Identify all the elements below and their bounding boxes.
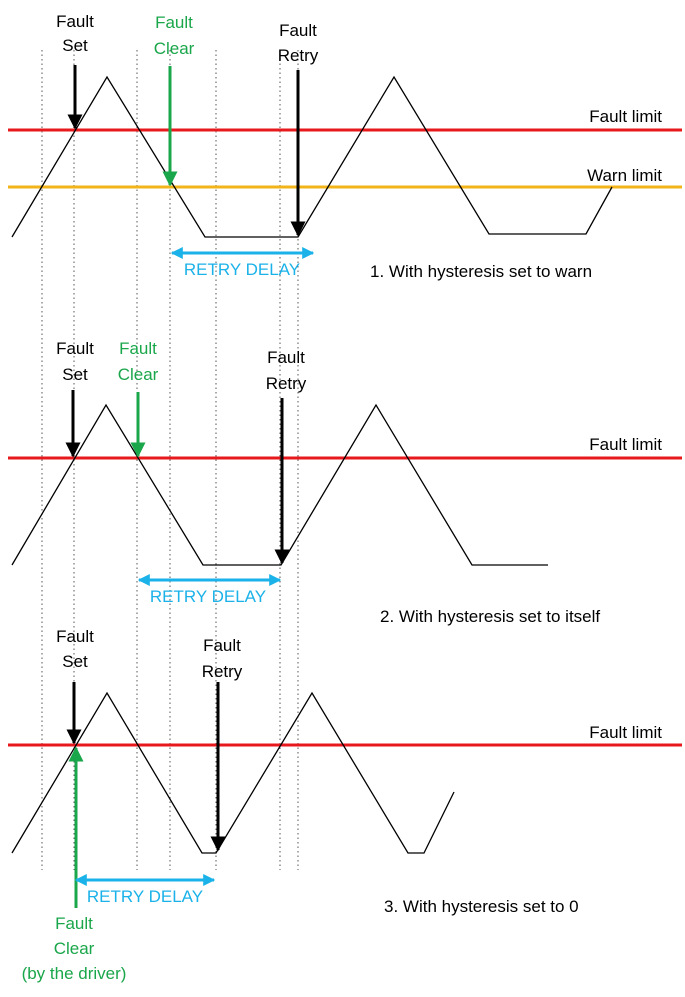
fault-set-label: Fault bbox=[56, 339, 94, 358]
fault-limit-label: Fault limit bbox=[589, 107, 662, 126]
fault-retry-label: Retry bbox=[278, 46, 319, 65]
retry-delay-label: RETRY DELAY bbox=[87, 887, 203, 906]
retry-delay-label: RETRY DELAY bbox=[150, 587, 266, 606]
fault-set-label: Set bbox=[62, 652, 88, 671]
fault-clear-label: Clear bbox=[54, 939, 95, 958]
fault-clear-label: (by the driver) bbox=[22, 964, 127, 983]
fault-clear-label: Clear bbox=[154, 39, 195, 58]
fault-retry-label: Fault bbox=[203, 636, 241, 655]
fault-set-label: Fault bbox=[56, 12, 94, 31]
fault-clear-label: Fault bbox=[155, 13, 193, 32]
fault-limit-label: Fault limit bbox=[589, 723, 662, 742]
fault-limit-label: Fault limit bbox=[589, 435, 662, 454]
fault-clear-label: Clear bbox=[118, 365, 159, 384]
fault-set-label: Set bbox=[62, 365, 88, 384]
panel-1: Fault Set Fault Clear Fault Retry Fault … bbox=[8, 12, 682, 281]
panel-caption: 2. With hysteresis set to itself bbox=[380, 607, 600, 626]
fault-retry-label: Retry bbox=[202, 662, 243, 681]
fault-clear-label: Fault bbox=[55, 914, 93, 933]
panel-caption: 1. With hysteresis set to warn bbox=[370, 262, 592, 281]
fault-retry-label: Fault bbox=[279, 21, 317, 40]
fault-set-label: Fault bbox=[56, 627, 94, 646]
panel-3: Fault Set Fault Retry Fault limit RETRY … bbox=[8, 627, 682, 983]
panel-caption: 3. With hysteresis set to 0 bbox=[384, 897, 579, 916]
warn-limit-label: Warn limit bbox=[587, 166, 662, 185]
signal-waveform bbox=[11, 403, 548, 566]
retry-delay-label: RETRY DELAY bbox=[184, 260, 300, 279]
panel-2: Fault Set Fault Clear Fault Retry Fault … bbox=[8, 339, 682, 626]
fault-clear-label: Fault bbox=[119, 339, 157, 358]
fault-retry-label: Fault bbox=[267, 348, 305, 367]
fault-retry-label: Retry bbox=[266, 374, 307, 393]
fault-set-label: Set bbox=[62, 36, 88, 55]
signal-waveform bbox=[11, 75, 613, 238]
signal-waveform bbox=[11, 691, 455, 854]
